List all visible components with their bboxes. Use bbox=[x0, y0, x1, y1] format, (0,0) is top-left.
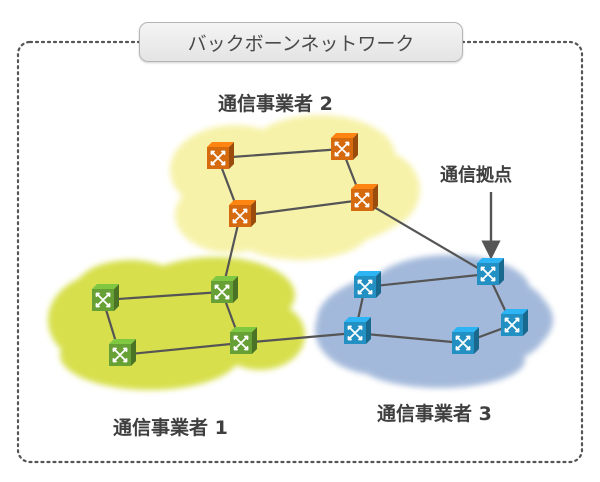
carrier-3-cloud bbox=[315, 255, 553, 388]
link bbox=[119, 341, 242, 357]
router-icon bbox=[504, 317, 520, 333]
router-icon bbox=[357, 279, 373, 295]
router-node bbox=[351, 184, 378, 211]
router-node bbox=[230, 327, 257, 354]
router-icon bbox=[455, 335, 471, 351]
router-icon bbox=[347, 325, 363, 341]
router-node bbox=[452, 327, 479, 354]
link bbox=[361, 199, 489, 275]
link bbox=[240, 331, 356, 345]
router-node bbox=[477, 258, 504, 285]
link bbox=[102, 290, 223, 302]
router-node bbox=[92, 284, 119, 311]
carrier-2-cloud bbox=[170, 115, 420, 260]
router-icon bbox=[354, 192, 370, 208]
nodes bbox=[92, 133, 528, 366]
router-icon bbox=[95, 292, 111, 308]
links bbox=[101, 147, 513, 357]
router-node bbox=[211, 276, 238, 303]
carrier-3-label: 通信事業者 3 bbox=[377, 403, 492, 425]
link bbox=[239, 198, 363, 218]
link bbox=[354, 331, 464, 345]
backbone-title: バックボーンネットワーク bbox=[139, 22, 463, 62]
router-icon bbox=[233, 335, 249, 351]
router-icon bbox=[214, 284, 230, 300]
carrier-1-label: 通信事業者 1 bbox=[113, 417, 228, 439]
router-node bbox=[109, 339, 136, 366]
link bbox=[217, 147, 343, 160]
router-node bbox=[229, 200, 256, 227]
router-node bbox=[501, 309, 528, 336]
router-icon bbox=[480, 266, 496, 282]
carrier-1-cloud bbox=[48, 257, 305, 390]
router-icon bbox=[232, 208, 248, 224]
router-node bbox=[344, 317, 371, 344]
callout-label: 通信拠点 bbox=[440, 165, 512, 186]
carrier-2-label: 通信事業者 2 bbox=[218, 93, 333, 115]
router-node bbox=[331, 133, 358, 160]
router-icon bbox=[210, 150, 226, 166]
router-node bbox=[354, 271, 381, 298]
router-node bbox=[207, 142, 234, 169]
link bbox=[364, 272, 489, 289]
router-icon bbox=[112, 347, 128, 363]
router-icon bbox=[334, 141, 350, 157]
